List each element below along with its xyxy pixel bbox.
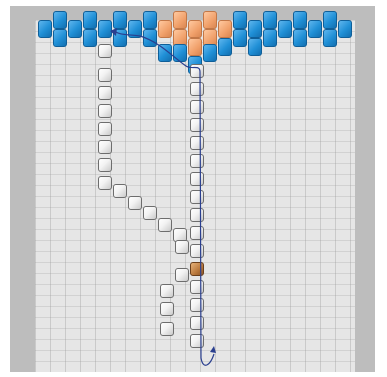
thread-line xyxy=(113,30,214,365)
arrow-icon xyxy=(210,346,216,353)
arrow-icon xyxy=(110,28,117,36)
